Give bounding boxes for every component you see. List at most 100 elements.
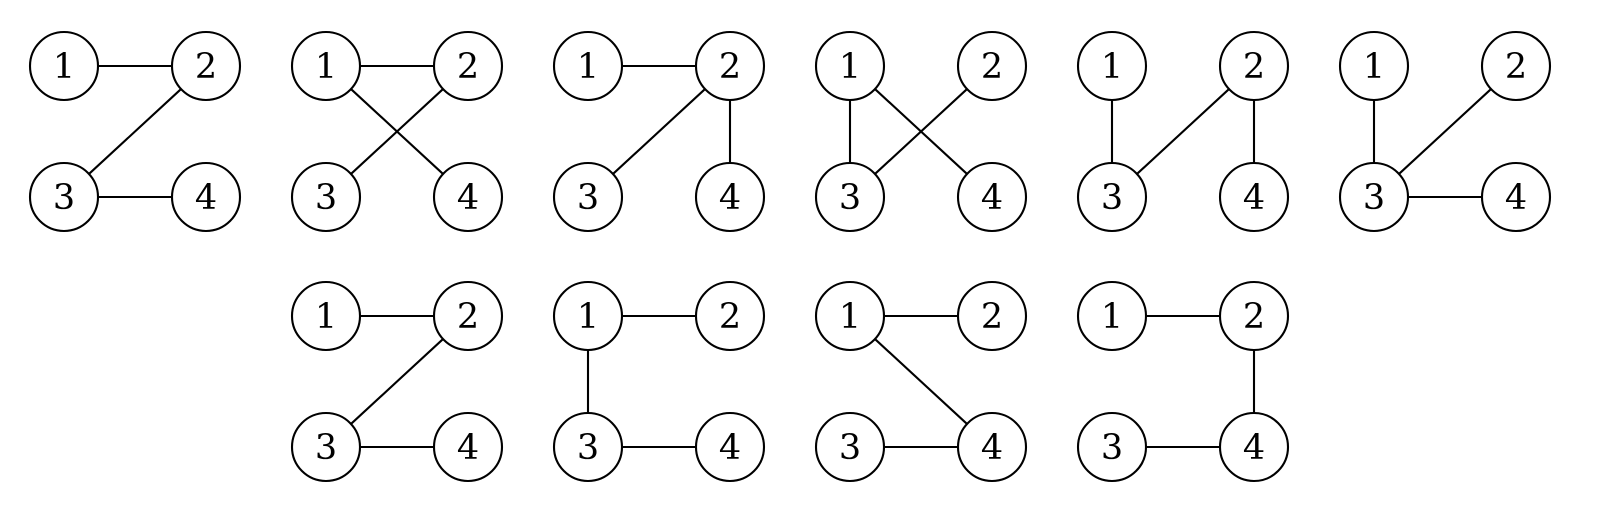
node-4: 4 xyxy=(694,161,766,233)
node-circle-2 xyxy=(170,30,242,102)
node-label-3: 3 xyxy=(315,178,337,218)
node-circle-2 xyxy=(432,30,504,102)
node-circle-4 xyxy=(956,161,1028,233)
node-1: 1 xyxy=(28,30,100,102)
graph-1: 1 2 3 4 xyxy=(28,30,242,233)
node-1: 1 xyxy=(1338,30,1410,102)
node-3: 3 xyxy=(290,411,362,483)
graph-4-edges xyxy=(848,88,969,175)
node-label-4: 4 xyxy=(457,428,479,468)
node-circle-4 xyxy=(1218,411,1290,483)
node-label-2: 2 xyxy=(457,47,479,87)
node-label-4: 4 xyxy=(981,428,1003,468)
edge-2-3 xyxy=(1135,88,1231,175)
node-label-1: 1 xyxy=(53,47,75,87)
node-circle-1 xyxy=(28,30,100,102)
node-label-3: 3 xyxy=(577,178,599,218)
node-3: 3 xyxy=(1076,161,1148,233)
edge-2-3 xyxy=(349,88,445,175)
node-label-3: 3 xyxy=(1101,178,1123,218)
node-2: 2 xyxy=(432,30,504,102)
node-circle-2 xyxy=(694,30,766,102)
node-circle-2 xyxy=(432,280,504,352)
node-2: 2 xyxy=(694,30,766,102)
edge-2-3 xyxy=(87,88,183,175)
node-circle-1 xyxy=(552,30,624,102)
node-label-2: 2 xyxy=(195,47,217,87)
graph-7: 1 2 3 4 xyxy=(290,280,504,483)
node-circle-1 xyxy=(814,30,886,102)
node-label-1: 1 xyxy=(315,297,337,337)
graph-10-edges xyxy=(1144,314,1256,449)
edge-2-3 xyxy=(873,88,969,175)
node-1: 1 xyxy=(1076,30,1148,102)
node-circle-3 xyxy=(814,161,886,233)
node-3: 3 xyxy=(814,411,886,483)
node-label-2: 2 xyxy=(719,297,741,337)
graph-3-edges xyxy=(611,64,732,175)
node-label-3: 3 xyxy=(53,178,75,218)
graph-9-edges xyxy=(873,314,969,449)
node-label-3: 3 xyxy=(839,428,861,468)
node-2: 2 xyxy=(432,280,504,352)
node-circle-4 xyxy=(694,161,766,233)
node-circle-1 xyxy=(1076,280,1148,352)
node-3: 3 xyxy=(28,161,100,233)
node-label-1: 1 xyxy=(315,47,337,87)
node-circle-3 xyxy=(552,161,624,233)
node-label-4: 4 xyxy=(195,178,217,218)
node-label-4: 4 xyxy=(981,178,1003,218)
node-label-2: 2 xyxy=(457,297,479,337)
graph-7-edges xyxy=(349,314,445,449)
node-label-3: 3 xyxy=(839,178,861,218)
node-3: 3 xyxy=(290,161,362,233)
node-4: 4 xyxy=(170,161,242,233)
node-circle-2 xyxy=(1218,280,1290,352)
node-circle-1 xyxy=(1338,30,1410,102)
node-label-2: 2 xyxy=(981,47,1003,87)
node-circle-1 xyxy=(552,280,624,352)
node-label-1: 1 xyxy=(1363,47,1385,87)
node-label-1: 1 xyxy=(1101,297,1123,337)
node-circle-3 xyxy=(290,161,362,233)
node-circle-1 xyxy=(290,280,362,352)
graph-5: 1 2 3 4 xyxy=(1076,30,1290,233)
node-2: 2 xyxy=(694,280,766,352)
node-circle-1 xyxy=(1076,30,1148,102)
node-2: 2 xyxy=(1218,30,1290,102)
node-label-4: 4 xyxy=(1243,428,1265,468)
graph-1-edges xyxy=(87,64,183,199)
edge-2-3 xyxy=(611,88,707,175)
node-1: 1 xyxy=(552,280,624,352)
node-2: 2 xyxy=(1218,280,1290,352)
node-circle-4 xyxy=(432,411,504,483)
node-4: 4 xyxy=(1218,161,1290,233)
node-label-1: 1 xyxy=(577,47,599,87)
node-circle-3 xyxy=(1076,411,1148,483)
node-1: 1 xyxy=(1076,280,1148,352)
node-circle-2 xyxy=(694,280,766,352)
node-circle-2 xyxy=(1480,30,1552,102)
node-1: 1 xyxy=(552,30,624,102)
node-label-4: 4 xyxy=(1243,178,1265,218)
node-label-2: 2 xyxy=(1243,297,1265,337)
node-label-2: 2 xyxy=(1243,47,1265,87)
node-label-4: 4 xyxy=(719,428,741,468)
node-1: 1 xyxy=(814,30,886,102)
node-circle-2 xyxy=(1218,30,1290,102)
node-label-2: 2 xyxy=(981,297,1003,337)
node-circle-3 xyxy=(552,411,624,483)
node-label-1: 1 xyxy=(577,297,599,337)
node-circle-4 xyxy=(694,411,766,483)
graph-3: 1 2 3 4 xyxy=(552,30,766,233)
node-circle-3 xyxy=(290,411,362,483)
node-label-4: 4 xyxy=(719,178,741,218)
node-4: 4 xyxy=(956,411,1028,483)
node-4: 4 xyxy=(1480,161,1552,233)
node-circle-1 xyxy=(814,280,886,352)
